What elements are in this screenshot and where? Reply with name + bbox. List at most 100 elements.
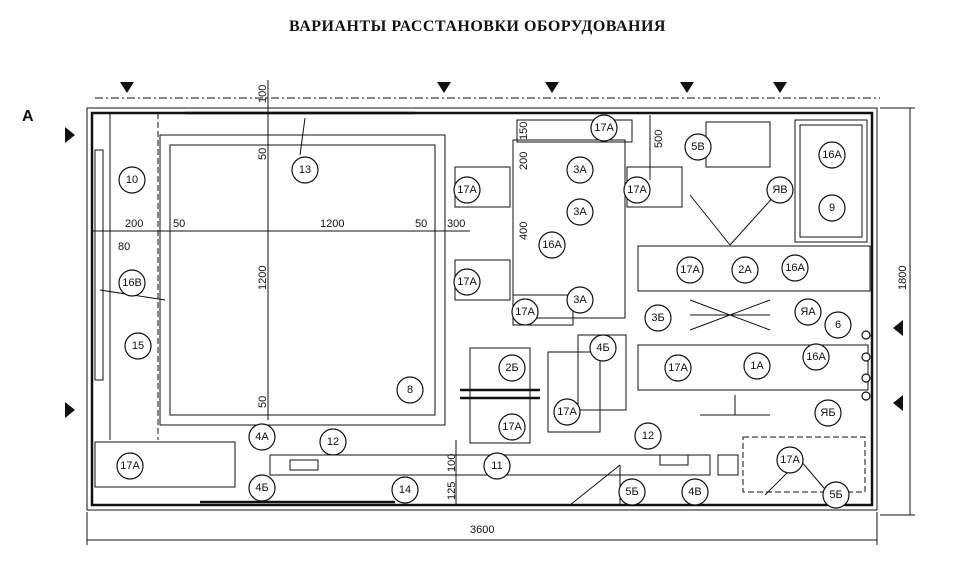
dim-100: 100: [446, 454, 458, 472]
equipment-3a-1: 3А: [566, 156, 594, 184]
svg-text:3Б: 3Б: [651, 312, 664, 324]
dim-inner-top: 50: [257, 148, 269, 160]
svg-text:17А: 17А: [515, 306, 535, 318]
equipment-17a-6: 17А: [511, 298, 539, 326]
svg-text:8: 8: [407, 384, 413, 396]
dim-150: 150: [518, 122, 530, 140]
svg-text:2А: 2А: [738, 264, 752, 276]
equipment-3a-2: 3А: [566, 198, 594, 226]
svg-text:12: 12: [642, 430, 654, 442]
dim-total-height: 1800: [897, 266, 909, 290]
section-label: А: [22, 108, 34, 125]
svg-text:10: 10: [126, 174, 138, 186]
equipment-16a-2: 16А: [818, 141, 846, 169]
svg-text:17А: 17А: [680, 264, 700, 276]
dim-500: 500: [653, 130, 665, 148]
svg-text:4Б: 4Б: [596, 342, 609, 354]
dim-left-strip: 200: [125, 218, 143, 230]
dim-gap-left: 50: [173, 218, 185, 230]
dim-125: 125: [446, 482, 458, 500]
svg-text:17А: 17А: [502, 421, 522, 433]
equipment-11: 11: [483, 452, 511, 480]
equipment-10: 10: [118, 166, 146, 194]
equipment-17a-5: 17А: [453, 268, 481, 296]
svg-text:9: 9: [829, 202, 835, 214]
equipment-3a-3: 3А: [566, 286, 594, 314]
equipment-17a-4: 17А: [623, 176, 651, 204]
svg-text:6: 6: [835, 319, 841, 331]
dim-200: 200: [518, 152, 530, 170]
dim-room-width: 1200: [320, 218, 344, 230]
equipment-13: 13: [291, 156, 319, 184]
svg-text:14: 14: [399, 484, 411, 496]
equipment-yav: ЯВ: [766, 176, 794, 204]
equipment-12-left: 12: [319, 428, 347, 456]
equipment-3b: 3Б: [644, 304, 672, 332]
svg-text:ЯА: ЯА: [800, 306, 816, 318]
equipment-4a: 4А: [248, 423, 276, 451]
equipment-5v: 5В: [684, 133, 712, 161]
equipment-16a-1: 16А: [538, 231, 566, 259]
equipment-17a-9: 17А: [676, 256, 704, 284]
svg-text:5В: 5В: [691, 141, 704, 153]
svg-text:4А: 4А: [255, 431, 269, 443]
equipment-12-right: 12: [634, 422, 662, 450]
equipment-16a-4: 16А: [802, 343, 830, 371]
svg-text:16А: 16А: [822, 149, 842, 161]
svg-text:16В: 16В: [122, 277, 142, 289]
svg-text:15: 15: [132, 340, 144, 352]
svg-text:11: 11: [491, 460, 502, 472]
equipment-yab: ЯБ: [814, 399, 842, 427]
svg-text:17А: 17А: [668, 362, 688, 374]
dim-bottom-50: 50: [257, 396, 269, 408]
svg-text:3А: 3А: [573, 164, 587, 176]
equipment-17a-10: 17А: [664, 354, 692, 382]
dim-aisle: 300: [447, 218, 465, 230]
svg-text:16А: 16А: [806, 351, 826, 363]
equipment-labels: 10 13 8 16В 15 17А 4А 4Б 12 14 11 12 4В …: [116, 114, 852, 509]
dim-strip-80: 80: [118, 241, 130, 253]
svg-text:1А: 1А: [750, 360, 764, 372]
svg-text:4В: 4В: [688, 486, 701, 498]
equipment-2b: 2Б: [498, 354, 526, 382]
svg-text:17А: 17А: [457, 184, 477, 196]
equipment-17a-2: 17А: [590, 114, 618, 142]
equipment-5b-right: 5Б: [822, 481, 850, 509]
dim-gap-right: 50: [415, 218, 427, 230]
svg-text:5Б: 5Б: [625, 486, 638, 498]
svg-text:16А: 16А: [542, 239, 562, 251]
equipment-16a-3: 16А: [781, 254, 809, 282]
equipment-4v: 4В: [681, 478, 709, 506]
svg-text:16А: 16А: [785, 262, 805, 274]
svg-text:17А: 17А: [594, 122, 614, 134]
dim-top-offset: 100: [257, 85, 269, 103]
dimension-lines: [86, 80, 915, 545]
side-section-markers: [65, 127, 903, 418]
equipment-8: 8: [396, 376, 424, 404]
equipment-16v: 16В: [118, 269, 146, 297]
equipment-17a-1: 17А: [116, 452, 144, 480]
svg-text:17А: 17А: [557, 406, 577, 418]
svg-text:17А: 17А: [780, 454, 800, 466]
equipment-5b-bottom: 5Б: [618, 478, 646, 506]
svg-text:17А: 17А: [120, 460, 140, 472]
equipment-9: 9: [818, 194, 846, 222]
dim-room-height: 1200: [257, 266, 269, 290]
svg-text:17А: 17А: [457, 276, 477, 288]
svg-text:4Б: 4Б: [255, 482, 268, 494]
svg-text:3А: 3А: [573, 206, 587, 218]
equipment-17a-8: 17А: [553, 398, 581, 426]
top-section-markers: [95, 82, 880, 99]
outlet-markers: [861, 330, 871, 401]
svg-text:5Б: 5Б: [829, 489, 842, 501]
svg-text:13: 13: [299, 164, 311, 176]
left-strip: [94, 113, 166, 440]
equipment-yaa: ЯА: [794, 298, 822, 326]
equipment-1a: 1А: [743, 352, 771, 380]
equipment-17a-3: 17А: [453, 176, 481, 204]
equipment-6: 6: [824, 311, 852, 339]
dim-400: 400: [518, 222, 530, 240]
svg-text:12: 12: [327, 436, 339, 448]
equipment-4b-left: 4Б: [248, 474, 276, 502]
